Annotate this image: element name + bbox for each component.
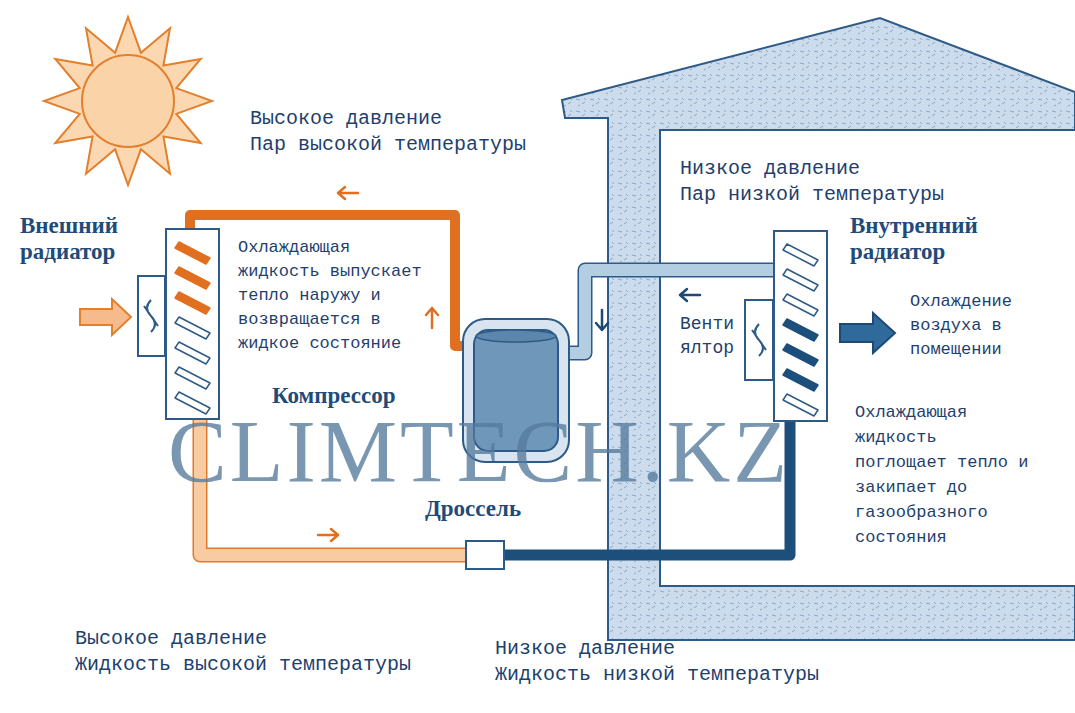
sun-rays — [44, 17, 212, 185]
note-label: Пар высокой температуры — [250, 132, 526, 158]
note-label: Венти ялтор — [680, 312, 734, 360]
radiator-fin — [783, 319, 818, 341]
radiator-fin — [783, 369, 818, 391]
compressor-top — [476, 330, 556, 342]
note-label: Высокое давление — [75, 626, 267, 652]
radiator-housing — [166, 229, 219, 419]
radiator-fin — [175, 367, 210, 389]
radiator-housing — [774, 231, 827, 421]
note-label: Низкое давление — [495, 636, 675, 662]
radiator-fin — [783, 244, 818, 266]
component-name: Внешний радиатор — [20, 213, 118, 265]
flow-arrow — [680, 289, 700, 301]
radiator-node: Внешний радиатор — [165, 228, 220, 420]
component-name: Внутренний радиатор — [850, 213, 978, 265]
note-label: Охлаждение воздуха в помещении — [910, 290, 1022, 362]
radiator-node: Внутренний радиатор — [773, 230, 828, 422]
flow-arrow — [318, 529, 338, 541]
pipe-outline — [570, 270, 773, 353]
refrigerant-pipe — [570, 270, 773, 353]
radiator-shape — [773, 230, 828, 422]
note-label: Жидкость низкой температуры — [495, 662, 819, 688]
sun-disc — [82, 55, 174, 147]
indoor-fan — [745, 300, 773, 380]
radiator-fin — [175, 317, 210, 339]
cool-air-arrow — [840, 313, 895, 353]
radiator-fin — [175, 342, 210, 364]
warm-air-arrow — [80, 299, 131, 335]
radiator-fin — [783, 294, 818, 316]
note-label: Жидкость высокой температуры — [75, 652, 411, 678]
house-wall — [562, 18, 1075, 640]
radiator-fin — [783, 344, 818, 366]
pipe-core — [570, 270, 773, 353]
flow-arrow — [426, 308, 438, 328]
radiator-fin — [175, 292, 210, 314]
radiator-fin — [783, 269, 818, 291]
note-label: Пар низкой температуры — [680, 182, 944, 208]
flow-arrow — [596, 310, 608, 330]
watermark: CLIMTECH.KZ — [168, 402, 790, 502]
radiator-fin — [175, 242, 210, 264]
note-label: Низкое давление — [680, 156, 860, 182]
outdoor-fan — [138, 276, 165, 356]
flow-arrow — [338, 187, 358, 199]
note-label: Охлаждающая жидкость выпускает тепло нар… — [238, 236, 434, 356]
throttle-body — [466, 541, 504, 569]
note-label: Охлаждающая жидкость поглощает тепло и з… — [855, 400, 1035, 550]
throttle-node: Дроссель — [465, 540, 505, 570]
sun — [44, 17, 212, 185]
radiator-shape — [165, 228, 220, 420]
throttle-shape — [465, 540, 505, 570]
note-label: Высокое давление — [250, 106, 442, 132]
radiator-fin — [175, 267, 210, 289]
